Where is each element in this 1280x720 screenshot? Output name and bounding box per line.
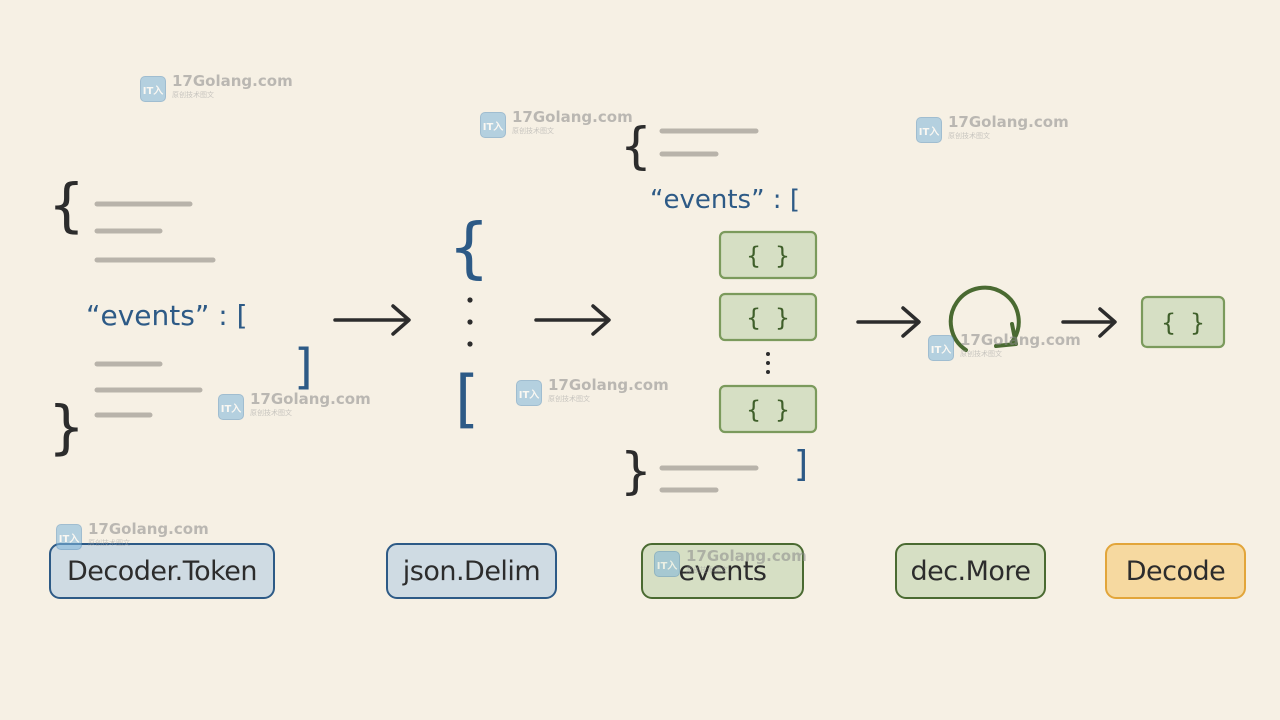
label-decode: Decode — [1105, 543, 1246, 599]
ellipsis-dot — [766, 352, 770, 356]
result-object: { } — [1161, 309, 1204, 337]
json-document: { “events” : [ ] } — [48, 171, 313, 461]
label-dec-more: dec.More — [895, 543, 1046, 599]
open-brace-token: { — [448, 209, 490, 286]
close-brace: } — [48, 393, 85, 461]
open-bracket-token: [ — [455, 362, 479, 435]
ellipsis-dot — [467, 319, 473, 325]
event-item: { } — [718, 230, 818, 280]
label-json-delim: json.Delim — [386, 543, 557, 599]
ellipsis-dot — [766, 370, 770, 374]
decoded-object: { } — [1140, 295, 1226, 349]
events-array: { “events” : [ { } { } { } } ] — [620, 117, 818, 500]
event-object: { } — [746, 242, 789, 270]
arrow-4 — [1061, 307, 1117, 338]
events-key: “events” : [ — [650, 185, 800, 215]
delimiter-tokens: { [ — [448, 209, 490, 435]
loop-icon — [948, 285, 1021, 352]
close-bracket: ] — [794, 444, 808, 485]
label-events: events — [641, 543, 804, 599]
arrow-2 — [534, 304, 611, 336]
close-brace: } — [620, 442, 652, 500]
event-item: { } — [718, 384, 818, 434]
open-brace: { — [48, 171, 85, 239]
events-key: “events” : [ — [86, 299, 248, 332]
event-object: { } — [746, 304, 789, 332]
event-object: { } — [746, 396, 789, 424]
ellipsis-dot — [467, 297, 473, 303]
arrow-1 — [333, 304, 411, 336]
event-item: { } — [718, 292, 818, 342]
ellipsis-dot — [467, 341, 473, 347]
close-bracket: ] — [294, 339, 313, 395]
arrow-3 — [856, 306, 921, 338]
label-decoder-token: Decoder.Token — [49, 543, 275, 599]
ellipsis-dot — [766, 361, 770, 365]
open-brace: { — [620, 117, 652, 175]
